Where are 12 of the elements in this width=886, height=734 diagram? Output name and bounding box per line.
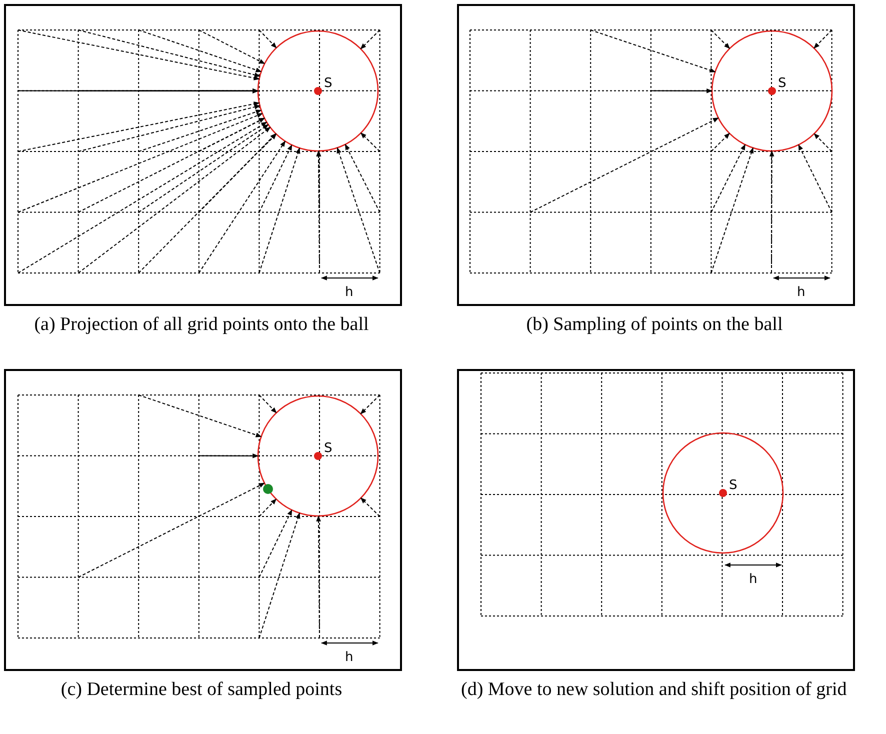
point-label: S [324, 77, 332, 91]
caption: (a) Projection of all grid points onto the ball [33, 313, 370, 337]
dimension-label: h [345, 651, 354, 665]
point-label: S [729, 479, 738, 493]
point-label: S [778, 77, 786, 91]
caption: (c) Determine best of sampled points [60, 678, 344, 702]
dimension-label: h [345, 286, 354, 300]
caption: (b) Sampling of points on the ball [525, 313, 784, 337]
dimension-label: h [797, 286, 806, 300]
point-label: S [324, 442, 332, 456]
dimension-label: h [749, 573, 758, 587]
caption: (d) Move to new solution and shift position of grid [461, 678, 848, 702]
